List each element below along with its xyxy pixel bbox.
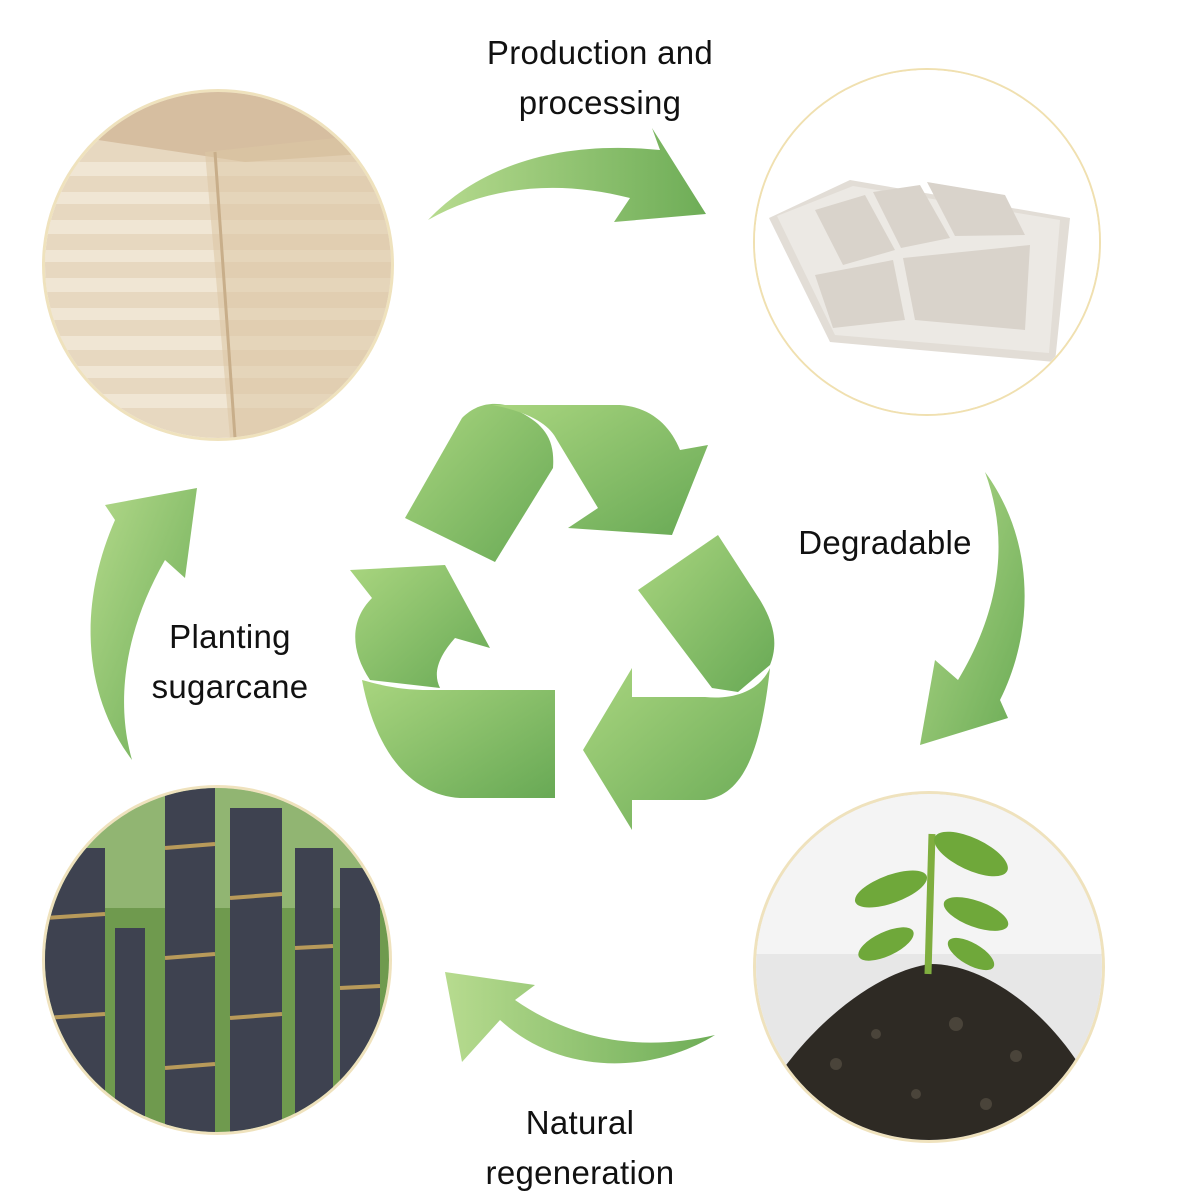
step-label-line: Natural xyxy=(525,1104,635,1141)
cycle-arrow-icon xyxy=(920,472,1025,745)
step-label-line: regeneration xyxy=(485,1154,675,1191)
recycle-icon xyxy=(350,403,775,830)
cycle-arrow-icon xyxy=(90,488,197,760)
sugarcane-stalks-image xyxy=(45,788,389,1132)
step-label-line: sugarcane xyxy=(151,668,309,705)
seedling-soil-image xyxy=(756,794,1102,1140)
cycle-arrow-icon xyxy=(428,128,706,222)
step-label-planting: Planting sugarcane xyxy=(110,612,350,712)
step-label-production: Production and processing xyxy=(420,28,780,128)
step-label-line: processing xyxy=(518,84,682,121)
step-label-line: Degradable xyxy=(798,524,972,561)
compartment-tray-image xyxy=(755,70,1099,414)
plywood-board-image xyxy=(45,92,391,438)
step-label-line: Production and xyxy=(486,34,714,71)
step-label-natural: Natural regeneration xyxy=(430,1098,730,1198)
step-label-degradable: Degradable xyxy=(760,518,1010,568)
step-label-line: Planting xyxy=(169,618,291,655)
cycle-arrow-icon xyxy=(445,972,715,1064)
